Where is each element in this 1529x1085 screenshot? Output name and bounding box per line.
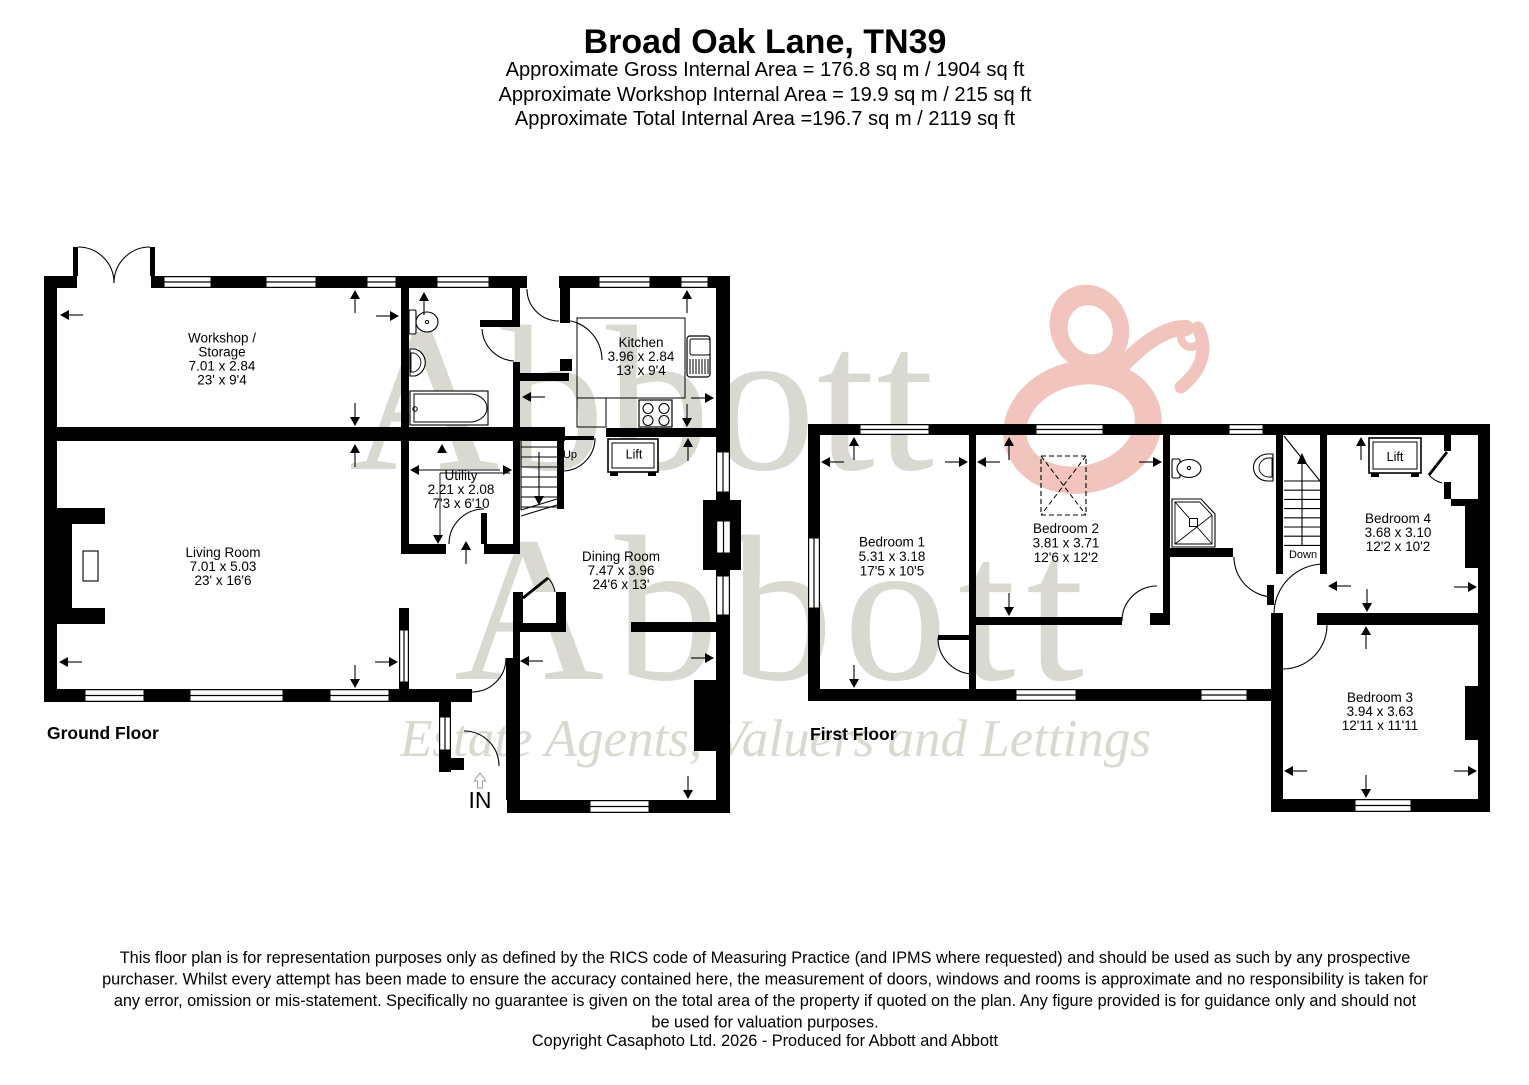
svg-text:24'6 x 13': 24'6 x 13' bbox=[593, 577, 650, 592]
svg-text:Bedroom 3: Bedroom 3 bbox=[1347, 690, 1413, 705]
svg-text:This floor plan is for represe: This floor plan is for representation pu… bbox=[120, 949, 1411, 967]
svg-text:any error, omission or mis-sta: any error, omission or mis-statement. Sp… bbox=[114, 992, 1417, 1010]
svg-text:Utility: Utility bbox=[445, 468, 478, 483]
svg-text:7.01 x 2.84: 7.01 x 2.84 bbox=[189, 359, 256, 374]
svg-text:12'11 x 11'11: 12'11 x 11'11 bbox=[1342, 718, 1418, 733]
svg-text:Lift: Lift bbox=[1387, 450, 1404, 464]
svg-text:Bedroom 4: Bedroom 4 bbox=[1365, 511, 1432, 526]
svg-text:12'2 x 10'2: 12'2 x 10'2 bbox=[1366, 539, 1430, 554]
svg-text:Workshop /: Workshop / bbox=[188, 331, 256, 346]
svg-text:Approximate Total Internal Are: Approximate Total Internal Area =196.7 s… bbox=[515, 108, 1016, 130]
svg-text:7.01 x 5.03: 7.01 x 5.03 bbox=[190, 559, 257, 574]
svg-text:Approximate Gross Internal Are: Approximate Gross Internal Area = 176.8 … bbox=[506, 59, 1025, 81]
svg-text:Down: Down bbox=[1289, 549, 1317, 561]
svg-text:IN: IN bbox=[469, 787, 492, 813]
svg-text:17'5 x 10'5: 17'5 x 10'5 bbox=[860, 564, 924, 579]
svg-text:3.94 x 3.63: 3.94 x 3.63 bbox=[1347, 704, 1414, 719]
svg-text:First Floor: First Floor bbox=[810, 724, 897, 744]
svg-text:Living Room: Living Room bbox=[185, 545, 260, 560]
svg-text:2.21 x 2.08: 2.21 x 2.08 bbox=[428, 482, 495, 497]
svg-text:Ground Floor: Ground Floor bbox=[47, 723, 159, 743]
svg-text:Dining Room: Dining Room bbox=[582, 549, 660, 564]
svg-text:be used for valuation purposes: be used for valuation purposes. bbox=[651, 1014, 878, 1032]
svg-text:Storage: Storage bbox=[198, 345, 245, 360]
svg-text:7.47 x 3.96: 7.47 x 3.96 bbox=[588, 563, 655, 578]
svg-text:3.68 x 3.10: 3.68 x 3.10 bbox=[1365, 525, 1432, 540]
svg-text:3.96 x 2.84: 3.96 x 2.84 bbox=[608, 349, 675, 364]
svg-text:12'6 x 12'2: 12'6 x 12'2 bbox=[1034, 550, 1098, 565]
svg-text:23' x 9'4: 23' x 9'4 bbox=[197, 373, 247, 388]
svg-text:Up: Up bbox=[563, 449, 577, 461]
svg-text:Kitchen: Kitchen bbox=[618, 335, 663, 350]
svg-text:Bedroom 2: Bedroom 2 bbox=[1033, 521, 1099, 536]
svg-text:7'3 x 6'10: 7'3 x 6'10 bbox=[433, 496, 490, 511]
svg-text:13' x 9'4: 13' x 9'4 bbox=[616, 363, 666, 378]
svg-text:purchaser. Whilst every attemp: purchaser. Whilst every attempt has been… bbox=[102, 971, 1428, 989]
svg-text:Approximate Workshop Internal: Approximate Workshop Internal Area = 19.… bbox=[499, 84, 1032, 106]
svg-text:3.81 x 3.71: 3.81 x 3.71 bbox=[1033, 536, 1100, 551]
svg-text:5.31 x 3.18: 5.31 x 3.18 bbox=[859, 549, 926, 564]
svg-text:Bedroom 1: Bedroom 1 bbox=[859, 535, 925, 550]
svg-text:Lift: Lift bbox=[626, 448, 643, 462]
svg-text:Copyright Casaphoto Ltd. 2026: Copyright Casaphoto Ltd. 2026 - Produced… bbox=[532, 1032, 999, 1050]
svg-text:Estate Agents, Valuers and Let: Estate Agents, Valuers and Lettings bbox=[399, 710, 1151, 768]
svg-text:Broad Oak Lane, TN39: Broad Oak Lane, TN39 bbox=[584, 23, 947, 61]
svg-text:23' x 16'6: 23' x 16'6 bbox=[195, 573, 252, 588]
